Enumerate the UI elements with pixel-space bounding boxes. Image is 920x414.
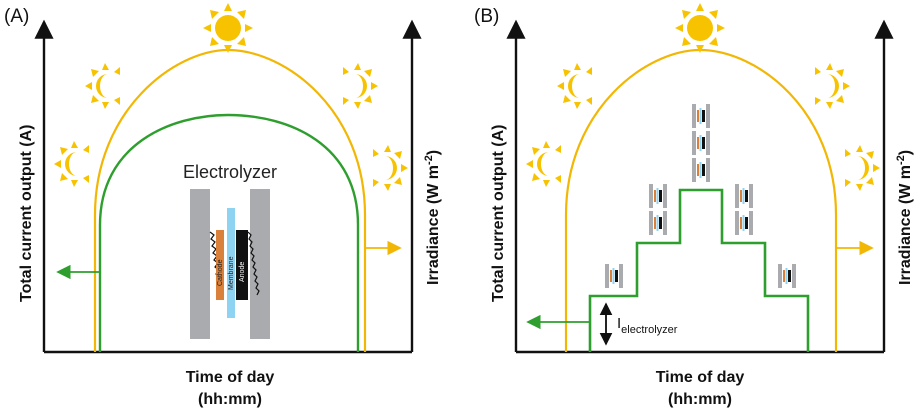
electrolyzer-icon	[649, 184, 667, 208]
cathode-layer	[216, 230, 224, 300]
panel-a-label: (A)	[4, 6, 29, 27]
panel-b-label: (B)	[474, 6, 499, 27]
electrolyzer-icon	[692, 104, 710, 128]
partial-sun-icon	[54, 141, 89, 187]
electrolyzer-icon	[605, 264, 623, 288]
x-axis-label: Time of day	[186, 369, 275, 386]
partial-sun-icon	[815, 63, 850, 109]
electrolyzer-icon	[735, 211, 753, 235]
y-axis-label: Total current output (A)	[18, 125, 35, 302]
electrode-plate-left	[190, 189, 210, 339]
sun-icon	[203, 3, 253, 53]
x-axis-label: Time of day	[656, 369, 745, 386]
electrolyzer-icon	[692, 131, 710, 155]
electrolyzer-icon	[735, 184, 753, 208]
sun-icon	[675, 3, 725, 53]
partial-sun-icon	[85, 63, 120, 109]
current-curve	[98, 113, 360, 352]
current-step-label: Ielectrolyzer	[617, 315, 678, 336]
partial-sun-icon	[373, 145, 408, 191]
partial-sun-icon	[845, 145, 880, 191]
y-axis-label: Total current output (A)	[490, 125, 507, 302]
y2-axis-label: Irradiance (W m-2)	[423, 150, 442, 285]
x-axis-unit: (hh:mm)	[198, 391, 262, 408]
electrolyzer-icon	[649, 211, 667, 235]
y2-axis-label: Irradiance (W m-2)	[895, 150, 914, 285]
panel-b: (B) Ielectrolyzer Total current output (…	[474, 3, 914, 408]
anode-label: Anode	[239, 262, 246, 282]
electrolyzer-title: Electrolyzer	[183, 162, 277, 182]
cathode-label: Cathode	[217, 259, 224, 286]
partial-sun-icon	[526, 141, 561, 187]
electrolyzer-icon	[778, 264, 796, 288]
electrolyzer-stacks	[605, 104, 796, 288]
current-step-curve	[588, 188, 810, 352]
partial-sun-icon	[343, 63, 378, 109]
panel-a: (A) Electrolyzer Cathode Membrane	[4, 3, 442, 408]
x-axis-unit: (hh:mm)	[668, 391, 732, 408]
electrolyzer-icon	[692, 158, 710, 182]
electrolyzer-icon: Cathode Membrane Anode	[190, 189, 270, 339]
anode-layer	[236, 230, 248, 300]
membrane-label: Membrane	[228, 256, 235, 290]
partial-sun-icon	[557, 63, 592, 109]
electrode-plate-right	[250, 189, 270, 339]
membrane-layer	[227, 208, 235, 318]
